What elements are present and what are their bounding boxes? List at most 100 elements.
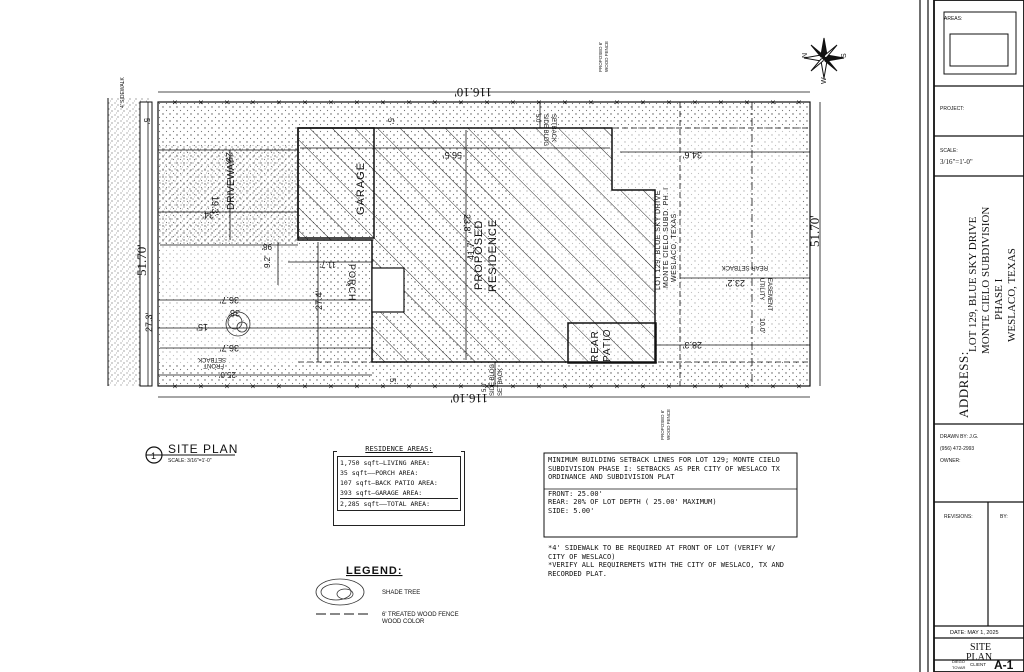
- fence-bottom-mark: ×: [302, 383, 308, 391]
- area-row-patio: 107 sqft—BACK PATIO AREA:: [340, 479, 438, 487]
- legend-shade-tree: SHADE TREE: [382, 590, 420, 596]
- lot-width-bottom: 116.10': [450, 391, 488, 406]
- tb-designer-1: DIEGO: [952, 659, 965, 664]
- fence-bottom-mark: ×: [458, 383, 464, 391]
- dim-5-bottom: 5': [388, 378, 397, 384]
- dim-41-7: 41.7': [466, 240, 476, 260]
- area-row-garage: 393 sqft—GARAGE AREA:: [340, 489, 423, 497]
- dim-98: 98': [261, 242, 272, 251]
- fence-top-1: PROPOSED 6': [598, 42, 603, 72]
- title-scale: SCALE: 3/16"=1'-0": [168, 458, 212, 464]
- side-setback-top-1: 5.0': [534, 114, 540, 124]
- setback-front: FRONT: 25.00': [548, 489, 603, 498]
- north-s: S: [841, 53, 848, 58]
- tb-address-label: ADDRESS:: [956, 351, 971, 418]
- fence-top-mark: ×: [250, 99, 256, 107]
- dim-36-7b: 36.7': [219, 343, 239, 353]
- dim-25: 25': [224, 152, 234, 164]
- fence-top-2: WOOD FENCE: [604, 41, 609, 72]
- fence-bottom-mark: ×: [588, 383, 594, 391]
- note-sidewalk: *4' SIDEWALK TO BE REQUIRED AT FRONT OF …: [548, 544, 776, 561]
- lot-depth-right: 51.70': [807, 215, 822, 247]
- dim-23-8: 23.8': [462, 214, 472, 234]
- dim-27-3: 27.3': [144, 312, 154, 332]
- dim-23-2: 23.2': [725, 278, 745, 288]
- fence-bottom-mark: ×: [796, 383, 802, 391]
- tb-designer-2: TOVAR: [952, 665, 966, 670]
- side-setback-bottom-2: SIDE BLDG: [490, 364, 496, 396]
- title-circle-num: 1: [151, 451, 156, 461]
- tb-sheet-title-1: SITE: [970, 642, 991, 653]
- fence-bottom-mark: ×: [406, 383, 412, 391]
- fence-bottom-mark: ×: [614, 383, 620, 391]
- front-setback-2: SETBACK: [198, 356, 226, 362]
- tb-address-1: LOT 129, BLUE SKY DRIVE: [967, 216, 979, 352]
- fence-top-mark: ×: [354, 99, 360, 107]
- side-setback-top-3: SETBACK: [550, 114, 556, 142]
- driveway-length: 19.3': [210, 196, 220, 216]
- tb-by: BY:: [1000, 514, 1008, 520]
- porch-outline: [371, 267, 405, 313]
- dimension-lines: [147, 91, 821, 398]
- porch-label: PORCH: [347, 264, 357, 302]
- fence-bottom-2: WOOD FENCE: [666, 409, 671, 440]
- fence-bottom-mark: ×: [536, 383, 542, 391]
- fence-bottom-mark: ×: [224, 383, 230, 391]
- fence-top-mark: ×: [198, 99, 204, 107]
- lot-info-1: LOT 129, BLUE SKY DRIVE: [655, 190, 662, 290]
- fence-top-mark: ×: [536, 99, 542, 107]
- fence-bottom-mark: ×: [640, 383, 646, 391]
- area-row-living: 1,750 sqft—LIVING AREA:: [340, 459, 431, 467]
- fence-top-mark: ×: [744, 99, 750, 107]
- residence-areas-heading: RESIDENCE AREAS:: [337, 444, 461, 454]
- dim-25-front: 25.0': [218, 370, 236, 379]
- lot-depth-left: 51.70': [134, 244, 149, 276]
- setback-notes: MINIMUM BUILDING SETBACK LINES FOR LOT 1…: [548, 456, 796, 515]
- legend-tree-icon: [315, 578, 365, 606]
- fence-top-mark: ×: [172, 99, 178, 107]
- front-setback-1: FRONT: [203, 362, 224, 368]
- tb-address-3: PHASE I: [993, 278, 1005, 320]
- rear-patio-outline: [567, 322, 657, 364]
- title-site-plan: SITE PLAN: [168, 442, 238, 456]
- setback-rear: REAR: 20% OF LOT DEPTH ( 25.00' MAXIMUM): [548, 498, 717, 506]
- tb-areas-label: AREAS:: [944, 16, 962, 22]
- fence-bottom-mark: ×: [484, 383, 490, 391]
- tb-scale-label: SCALE:: [940, 148, 958, 154]
- fence-bottom-mark: ×: [718, 383, 724, 391]
- garage-label: GARAGE: [355, 162, 367, 215]
- tb-scale-value: 3/16"=1'-0": [940, 158, 973, 166]
- fence-bottom-mark: ×: [770, 383, 776, 391]
- fence-top-mark: ×: [718, 99, 724, 107]
- side-setback-top-2: SIDE BLDG: [542, 114, 548, 146]
- area-row-porch: 35 sqft——PORCH AREA:: [340, 469, 419, 477]
- utility-easement-2: EASEMENT: [766, 278, 772, 311]
- driveway-width: 34': [202, 210, 214, 220]
- fence-bottom-mark: ×: [198, 383, 204, 391]
- fence-bottom-mark: ×: [432, 383, 438, 391]
- sidewalk: [139, 101, 153, 387]
- fence-top-mark: ×: [484, 99, 490, 107]
- fence-top-mark: ×: [224, 99, 230, 107]
- sidewalk-label: 4' SIDEWALK: [120, 77, 126, 108]
- tb-project-label: PROJECT:: [940, 106, 964, 112]
- dim-28-3: 28.3': [682, 340, 702, 350]
- fence-bottom-mark: ×: [354, 383, 360, 391]
- tb-sheet-title-2: PLAN: [966, 652, 992, 663]
- tb-sheet-no: A-1: [994, 658, 1014, 672]
- fence-top-mark: ×: [692, 99, 698, 107]
- fence-bottom-mark: ×: [250, 383, 256, 391]
- shade-tree-icon: [225, 311, 251, 337]
- patio-label: PATIO: [602, 328, 613, 362]
- fence-top-mark: ×: [276, 99, 282, 107]
- utility-easement-1: UTILITY: [758, 278, 764, 300]
- side-setback-bottom-3: SETBACK: [498, 368, 504, 396]
- fence-top-mark: ×: [796, 99, 802, 107]
- fence-top-mark: ×: [458, 99, 464, 107]
- dim-11-7: 11.7': [319, 260, 336, 269]
- dim-3: 3': [346, 279, 351, 286]
- driveway-area: [158, 145, 298, 245]
- tb-phone: (956) 472-2993: [940, 446, 974, 452]
- dim-5-top: 5': [386, 118, 395, 124]
